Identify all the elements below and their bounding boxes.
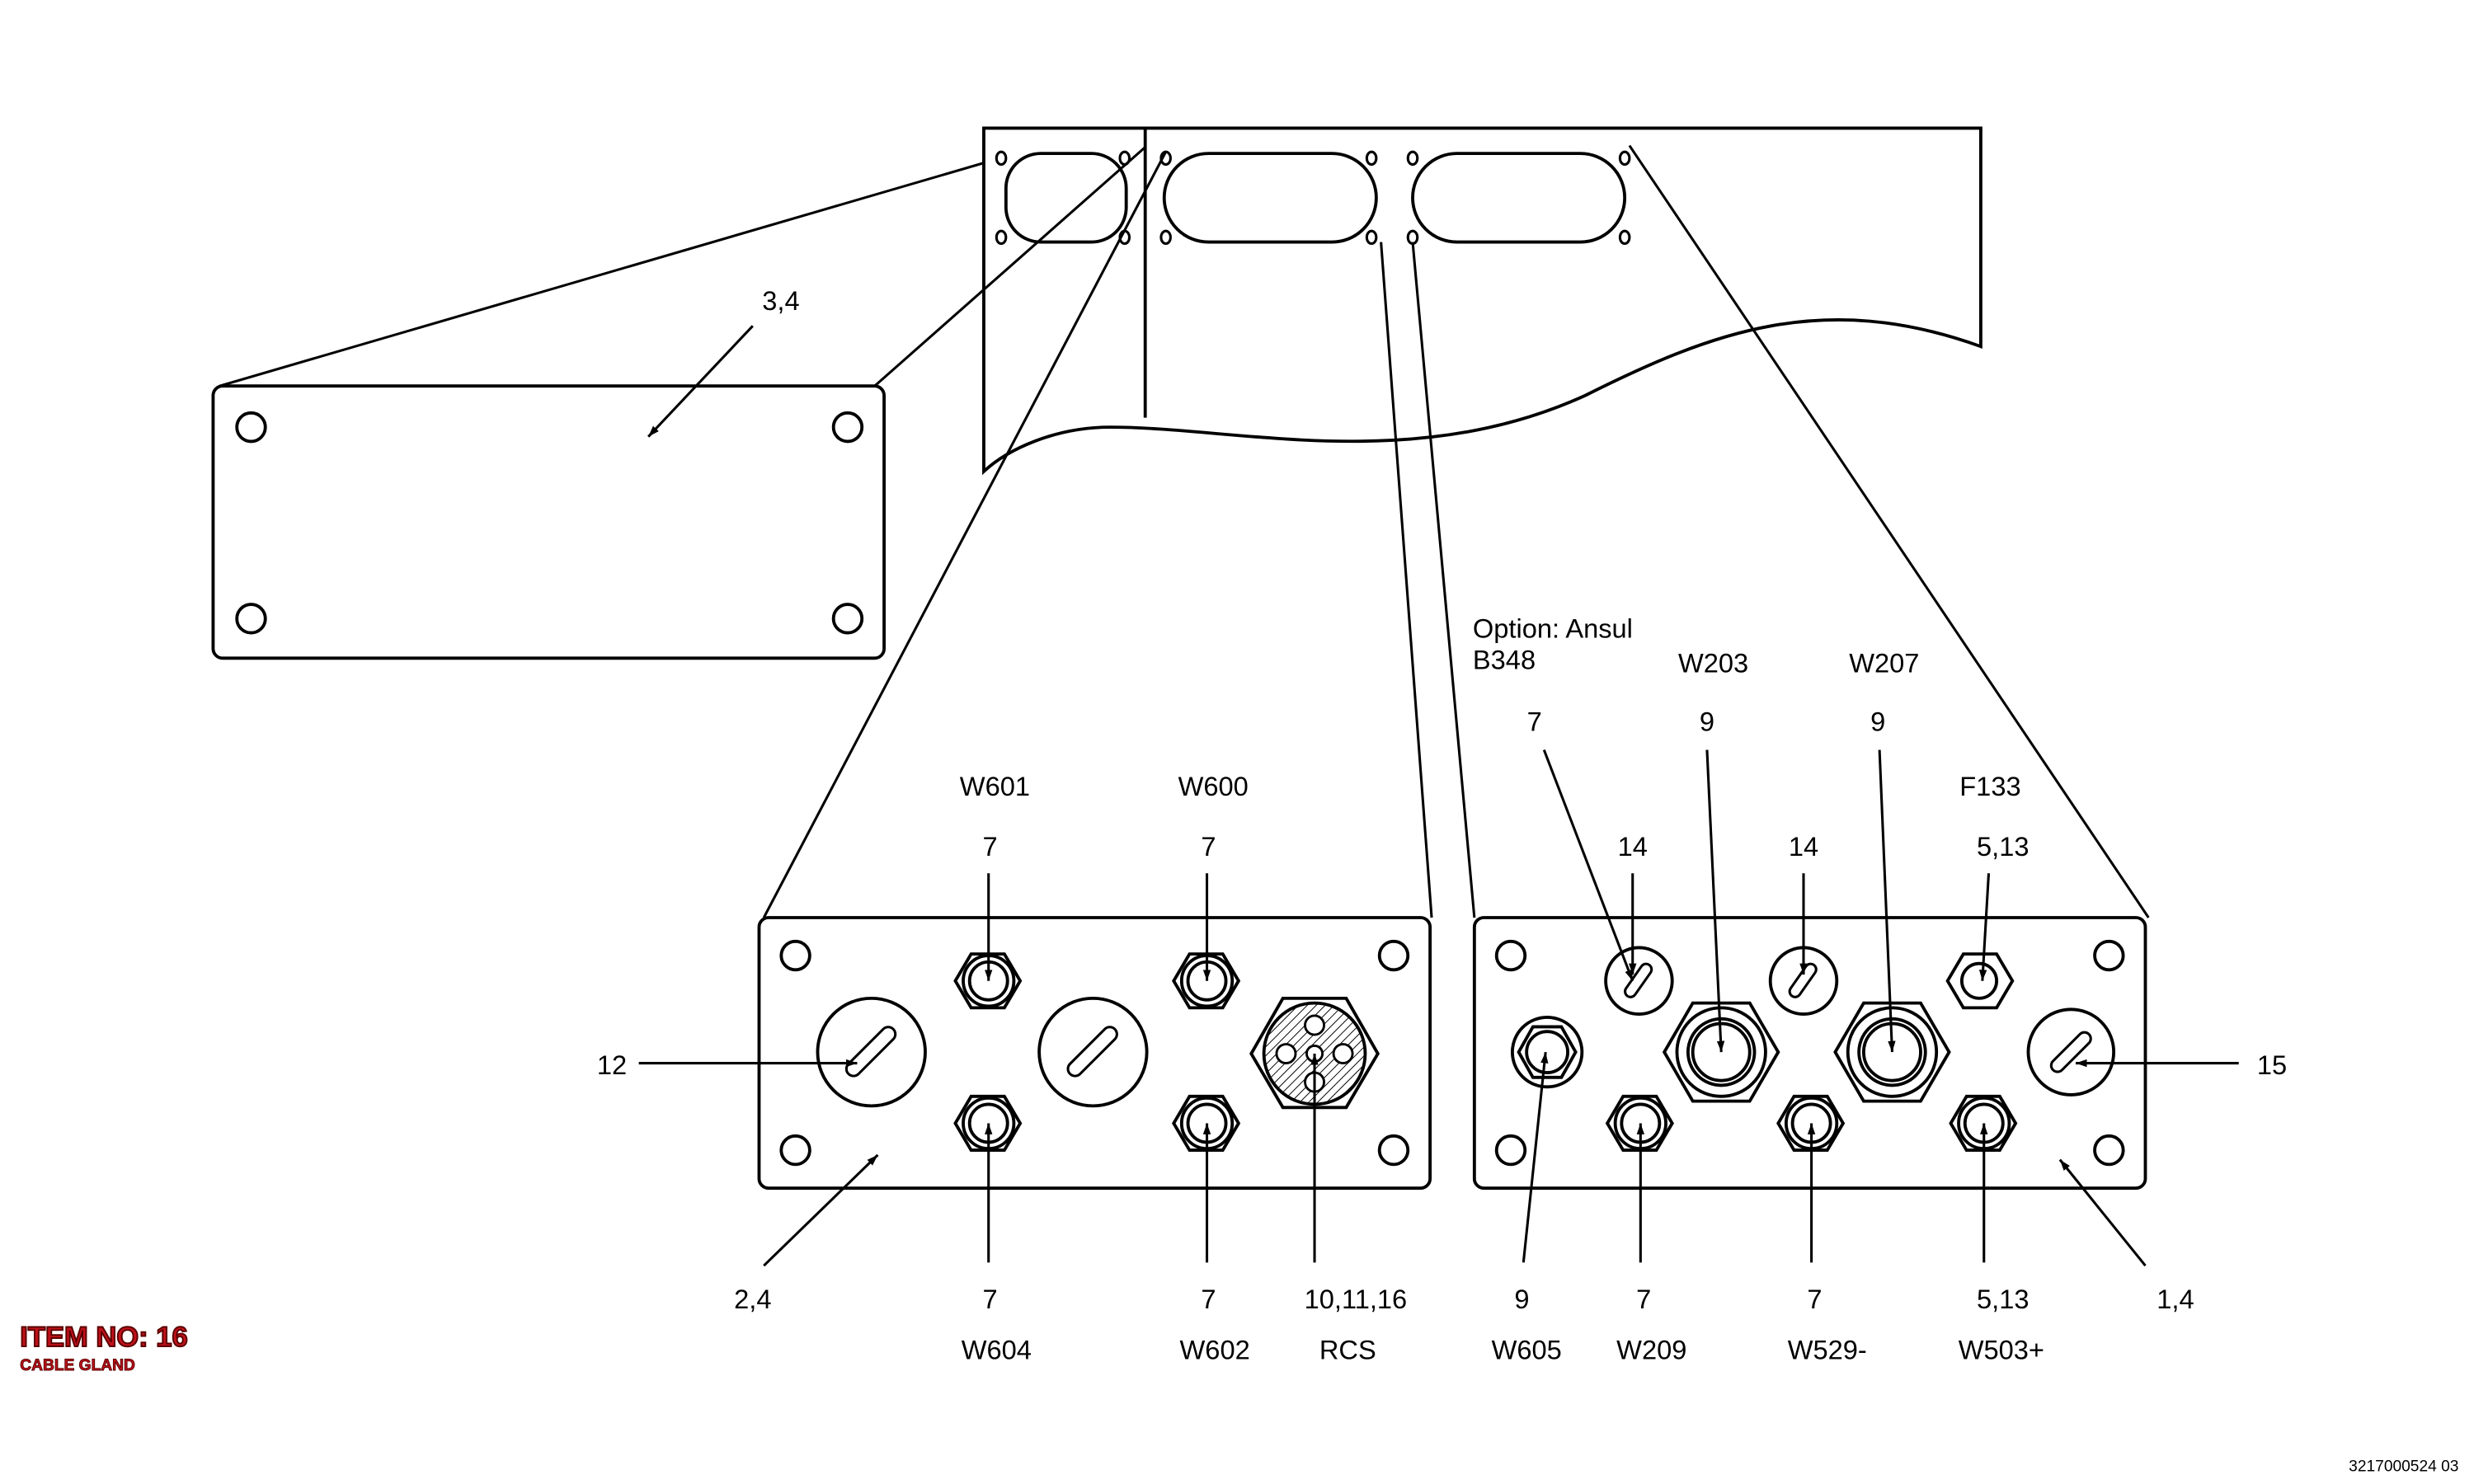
cutout-small <box>995 150 1131 246</box>
cabinet-wall <box>982 126 1982 476</box>
right-gland-plate: Option: Ansul B348 W203 W207 7 9 9 F133 … <box>1472 613 2287 1364</box>
label-w602: W602 <box>1180 1334 1250 1364</box>
label-15: 15 <box>2257 1050 2287 1080</box>
item-description: CABLE GLAND <box>20 1357 135 1374</box>
blanking-plug-ansul <box>1604 946 1674 1016</box>
label-w529-qty: 7 <box>1807 1284 1822 1314</box>
label-option-ansul: Option: Ansul <box>1473 613 1633 643</box>
label-w529: W529- <box>1788 1334 1867 1364</box>
label-1-4: 1,4 <box>2157 1284 2194 1314</box>
blanking-plug-15 <box>2026 1007 2116 1097</box>
label-w600-qty: 7 <box>1201 831 1216 862</box>
label-w207-qty: 9 <box>1870 707 1885 737</box>
label-14-b: 14 <box>1789 831 1818 862</box>
label-f133: F133 <box>1959 771 2020 801</box>
label-w602-qty: 7 <box>1201 1284 1216 1314</box>
left-gland-plate: W601 7 W600 7 12 2,4 7 W604 7 W602 10,11… <box>597 771 1432 1364</box>
label-w601: W601 <box>960 771 1030 801</box>
callout-3-4: 3,4 <box>762 285 799 316</box>
label-w203: W203 <box>1678 648 1748 679</box>
label-w605-qty: 9 <box>1514 1284 1529 1314</box>
gland-f133 <box>1945 952 2015 1010</box>
label-w600: W600 <box>1178 771 1249 801</box>
label-w604: W604 <box>962 1334 1032 1364</box>
projection-lines <box>219 144 2150 918</box>
cutout-right <box>1406 150 1631 246</box>
document-number: 3217000524 03 <box>2349 1458 2458 1476</box>
label-w209: W209 <box>1616 1334 1686 1364</box>
label-12: 12 <box>597 1050 627 1080</box>
label-5-13-bottom: 5,13 <box>1977 1284 2029 1314</box>
label-w601-qty: 7 <box>983 831 998 862</box>
label-14-a: 14 <box>1618 831 1648 862</box>
blank-cover-plate: 3,4 <box>211 285 886 660</box>
label-w207: W207 <box>1849 648 1919 679</box>
item-tag: ITEM NO: 16 CABLE GLAND <box>19 1321 188 1374</box>
blanking-plug-left <box>816 996 927 1108</box>
gland-w605 <box>1510 1015 1584 1089</box>
label-w203-qty: 9 <box>1700 707 1714 737</box>
label-rcs-qty: 10,11,16 <box>1305 1284 1408 1314</box>
item-number: ITEM NO: 16 <box>20 1322 187 1353</box>
label-ansul-qty: 7 <box>1527 707 1542 737</box>
label-w605: W605 <box>1492 1334 1562 1364</box>
label-w604-qty: 7 <box>983 1284 998 1314</box>
label-w503: W503+ <box>1959 1334 2044 1364</box>
cutout-left <box>1159 150 1378 246</box>
label-b348: B348 <box>1473 645 1536 675</box>
gland-w203 <box>1662 1001 1780 1103</box>
blanking-plug-center <box>1037 996 1149 1108</box>
label-2-4: 2,4 <box>734 1284 771 1314</box>
label-w209-qty: 7 <box>1636 1284 1651 1314</box>
label-rcs: RCS <box>1319 1334 1376 1364</box>
label-5-13-top: 5,13 <box>1977 831 2029 862</box>
